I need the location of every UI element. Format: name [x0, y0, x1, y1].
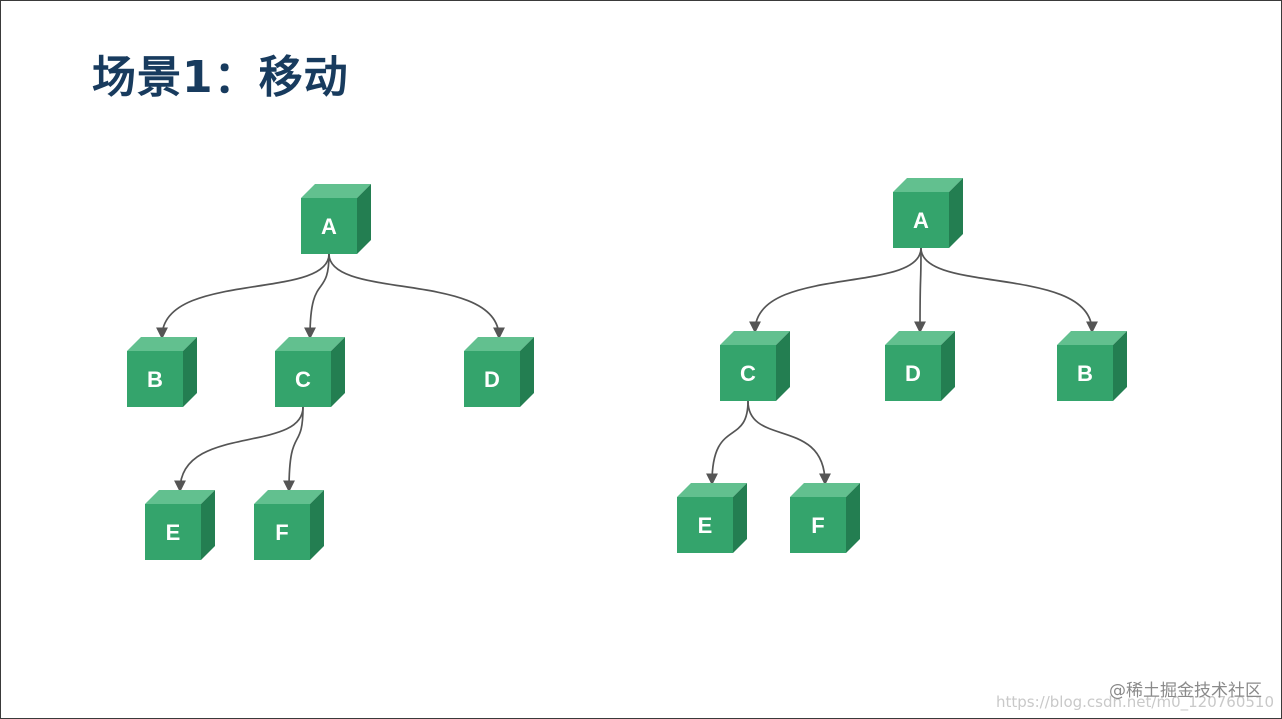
node-label: E: [698, 513, 713, 538]
node-1-F: F: [254, 490, 324, 560]
cube-top-face: [145, 490, 215, 504]
cube-side-face: [520, 337, 534, 407]
cube-side-face: [183, 337, 197, 407]
cube-front-face: [720, 345, 776, 401]
cube-top-face: [464, 337, 534, 351]
cube-side-face: [201, 490, 215, 560]
cube-side-face: [949, 178, 963, 248]
node-label: A: [321, 214, 337, 239]
edge-1-C-F: [283, 406, 304, 493]
node-2-F: F: [790, 483, 860, 553]
cube-front-face: [464, 351, 520, 407]
cube-front-face: [790, 497, 846, 553]
cube-top-face: [677, 483, 747, 497]
node-label: F: [811, 513, 824, 538]
node-label: C: [295, 367, 311, 392]
cube-front-face: [677, 497, 733, 553]
edge-2-C-F: [747, 400, 831, 486]
slide-title: 场景1：移动: [92, 52, 349, 103]
node-2-E: E: [677, 483, 747, 553]
edge-2-A-B: [920, 247, 1098, 334]
cube-front-face: [1057, 345, 1113, 401]
edge-2-A-D: [914, 247, 926, 334]
cube-side-face: [776, 331, 790, 401]
watermark: @稀土掘金技术社区: [1109, 681, 1262, 701]
cube-top-face: [893, 178, 963, 192]
nodes-layer: A B C D E F A C D B E F: [127, 178, 1127, 560]
node-label: A: [913, 208, 929, 233]
node-1-A: A: [301, 184, 371, 254]
cube-front-face: [145, 504, 201, 560]
cube-side-face: [846, 483, 860, 553]
cube-top-face: [790, 483, 860, 497]
node-label: E: [166, 520, 181, 545]
cube-front-face: [301, 198, 357, 254]
node-label: C: [740, 361, 756, 386]
cube-top-face: [1057, 331, 1127, 345]
edge-2-A-C: [749, 247, 922, 334]
node-1-B: B: [127, 337, 197, 407]
cube-front-face: [254, 504, 310, 560]
watermark-url: https://blog.csdn.net/m0_120760510: [996, 693, 1274, 711]
node-2-D: D: [885, 331, 955, 401]
node-2-A: A: [893, 178, 963, 248]
cube-side-face: [941, 331, 955, 401]
cube-top-face: [275, 337, 345, 351]
node-label: B: [147, 367, 163, 392]
cube-front-face: [893, 192, 949, 248]
cube-side-face: [1113, 331, 1127, 401]
node-label: D: [484, 367, 500, 392]
cube-top-face: [254, 490, 324, 504]
node-1-C: C: [275, 337, 345, 407]
cube-side-face: [310, 490, 324, 560]
cube-side-face: [733, 483, 747, 553]
cube-front-face: [885, 345, 941, 401]
cube-top-face: [885, 331, 955, 345]
node-2-C: C: [720, 331, 790, 401]
node-2-B: B: [1057, 331, 1127, 401]
edge-1-A-C: [304, 253, 330, 340]
edge-2-C-E: [706, 400, 749, 486]
cube-side-face: [357, 184, 371, 254]
node-1-E: E: [145, 490, 215, 560]
edge-1-A-D: [328, 253, 505, 340]
cube-front-face: [275, 351, 331, 407]
node-label: B: [1077, 361, 1093, 386]
cube-top-face: [127, 337, 197, 351]
cube-top-face: [301, 184, 371, 198]
edge-1-A-B: [156, 253, 330, 340]
node-1-D: D: [464, 337, 534, 407]
cube-side-face: [331, 337, 345, 407]
edge-1-C-E: [174, 406, 304, 493]
node-label: F: [275, 520, 288, 545]
node-label: D: [905, 361, 921, 386]
cube-front-face: [127, 351, 183, 407]
edges-layer: [156, 247, 1098, 493]
cube-top-face: [720, 331, 790, 345]
